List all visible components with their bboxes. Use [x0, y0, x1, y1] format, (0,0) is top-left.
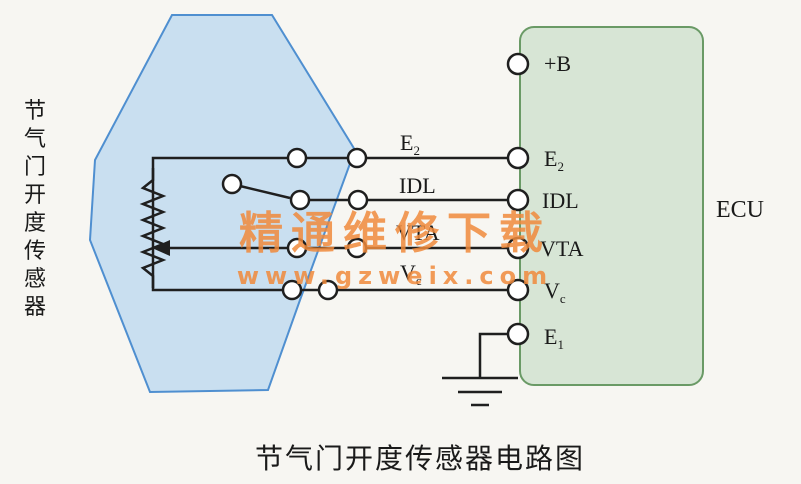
watermark-url: www.gzweix.com	[237, 262, 553, 290]
sensor-label-char: 开	[24, 183, 46, 208]
ecu-terminals	[506, 52, 530, 346]
sensor-label-char: 传	[24, 239, 46, 264]
potentiometer-resistor	[139, 168, 167, 288]
sensor-label-char: 节	[24, 99, 46, 124]
connector-pin	[317, 279, 339, 301]
idl-contact-lever	[239, 184, 291, 200]
vc-wire	[151, 288, 510, 292]
ecu-label: ECU	[716, 197, 764, 223]
connector-pin	[286, 237, 308, 259]
e1-ground-wire	[478, 332, 510, 378]
wire-label-e2: E2	[400, 130, 420, 158]
idl-contact-pin	[221, 173, 243, 195]
connector-pins	[221, 147, 369, 301]
watermark-title: 精通维修下载	[239, 208, 551, 259]
wire-label-vta: VTA	[396, 220, 440, 245]
terminal-label-vc: Vc	[544, 278, 566, 306]
diagram-caption: 节气门开度传感器电路图	[255, 442, 585, 475]
vta-arrow-icon	[152, 240, 170, 256]
connector-pin	[281, 279, 303, 301]
terminal-label-plus-b: +B	[544, 51, 571, 76]
sensor-label-char: 门	[24, 155, 46, 180]
connector-pin	[347, 189, 369, 211]
connector-pin	[346, 237, 368, 259]
connector-pin	[346, 147, 368, 169]
sensor-label-char: 气	[24, 127, 46, 152]
sensor-label-char: 器	[24, 295, 46, 320]
terminal-label-idl: IDL	[542, 188, 579, 213]
terminal-idl	[506, 188, 530, 212]
wire-label-idl: IDL	[399, 173, 436, 198]
terminal-label-vta: VTA	[540, 236, 584, 261]
e2-wire	[151, 156, 510, 288]
terminal-vc	[506, 278, 530, 302]
connector-pin	[286, 147, 308, 169]
terminal-plus-b	[506, 52, 530, 76]
terminal-e1	[506, 322, 530, 346]
terminal-vta	[506, 236, 530, 260]
sensor-body	[88, 14, 357, 394]
terminal-label-e2: E2	[544, 146, 564, 174]
terminal-label-e1: E1	[544, 324, 564, 352]
sensor-label: 节 气 门 开 度 传 感 器	[24, 99, 46, 320]
terminal-e2	[506, 146, 530, 170]
wire-label-vc: Vc	[400, 260, 422, 288]
wiring	[139, 156, 518, 407]
connector-pin	[289, 189, 311, 211]
sensor-label-char: 度	[24, 211, 46, 236]
sensor-label-char: 感	[24, 267, 46, 292]
